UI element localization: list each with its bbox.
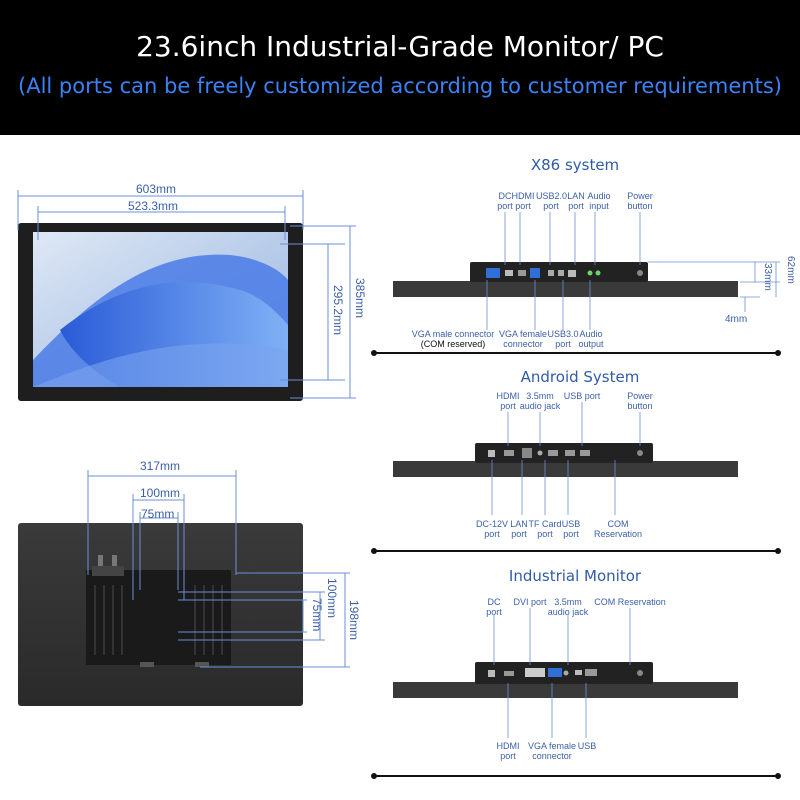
back-dimensions — [87, 470, 350, 668]
back-width-100: 100mm — [140, 486, 181, 500]
divider-x86 — [371, 350, 781, 356]
industrial-label-usb: USB — [577, 741, 597, 751]
x86-dim-62: 62mm — [785, 256, 796, 284]
industrial-profile — [393, 662, 738, 698]
android-leaders — [491, 402, 641, 515]
front-height-inner: 295.2mm — [331, 285, 345, 336]
divider-industrial — [371, 773, 781, 779]
back-height-100: 100mm — [325, 578, 339, 619]
back-height-75: 75mm — [310, 598, 324, 632]
page-title: 23.6inch Industrial-Grade Monitor/ PC — [136, 30, 664, 63]
front-monitor — [18, 223, 303, 401]
x86-dim-4: 4mm — [725, 314, 748, 325]
header-banner: 23.6inch Industrial-Grade Monitor/ PC (A… — [0, 0, 800, 135]
x86-title: X86 system — [530, 156, 620, 174]
back-height-198: 198mm — [347, 600, 361, 641]
front-dimensions — [17, 190, 356, 399]
front-width-inner: 523.3mm — [128, 199, 179, 213]
back-monitor — [18, 523, 303, 706]
front-height-outer: 385mm — [353, 278, 367, 319]
industrial-leaders — [493, 608, 631, 738]
front-width-outer: 603mm — [136, 182, 177, 196]
x86-profile — [393, 262, 738, 297]
android-title: Android System — [520, 368, 640, 386]
android-label-usb: USB port — [563, 391, 601, 401]
industrial-label-dvi: DVI port — [513, 597, 547, 607]
industrial-label-com: COM Reservation — [594, 597, 666, 607]
back-width-317: 317mm — [140, 459, 181, 473]
x86-dim-33: 33mm — [762, 263, 773, 291]
divider-android — [371, 548, 781, 554]
x86-label-vga-male: VGA male connector(COM reserved) — [411, 329, 495, 349]
back-width-75: 75mm — [141, 507, 175, 521]
industrial-title: Industrial Monitor — [508, 567, 642, 585]
page-subtitle: (All ports can be freely customized acco… — [18, 74, 782, 98]
x86-leaders — [486, 212, 780, 330]
android-profile — [393, 443, 738, 477]
